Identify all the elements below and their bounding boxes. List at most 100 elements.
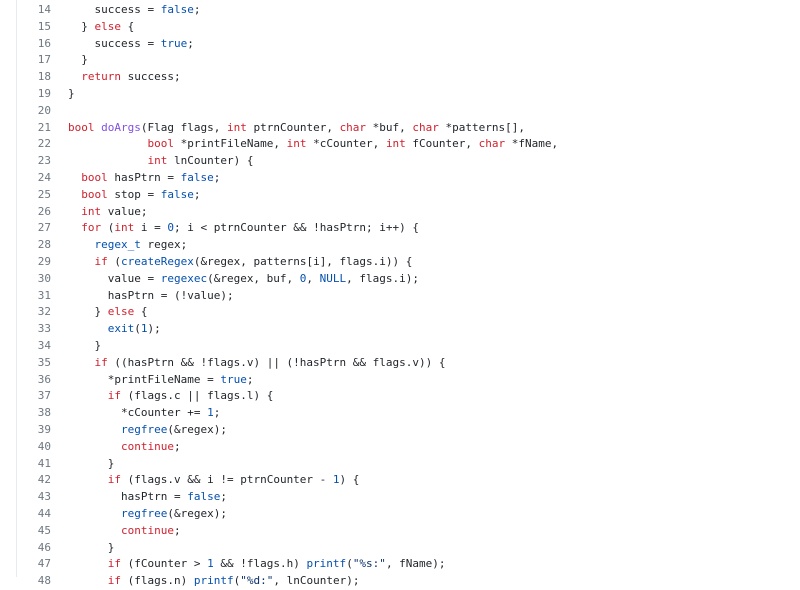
line-number[interactable]: 42 — [37, 473, 51, 487]
code-token: (flags.n) — [121, 574, 194, 588]
line-number[interactable]: 24 — [37, 170, 51, 184]
line-number[interactable]: 38 — [37, 406, 51, 420]
line-number[interactable]: 47 — [37, 557, 51, 571]
code-token — [68, 389, 108, 402]
code-token: doArgs — [101, 120, 141, 134]
code-token — [68, 507, 121, 520]
code-token: if — [94, 254, 108, 268]
line-number[interactable]: 22 — [37, 137, 51, 151]
code-token: *cCounter += — [68, 406, 208, 420]
code-token: } — [68, 53, 88, 67]
line-number[interactable]: 39 — [37, 422, 51, 436]
code-token: value = — [68, 271, 161, 285]
line-number[interactable]: 37 — [37, 389, 51, 403]
code-token — [68, 574, 108, 587]
code-token: } — [68, 86, 75, 100]
code-token: regex_t — [94, 238, 141, 252]
code-line: 33 exit(1); — [0, 321, 800, 338]
code-text: continue; — [68, 439, 181, 456]
code-token: int — [147, 154, 168, 168]
line-number[interactable]: 18 — [37, 70, 51, 84]
code-line: 16 success = true; — [0, 36, 800, 53]
code-token: } — [68, 305, 108, 319]
line-number[interactable]: 25 — [37, 187, 51, 201]
code-token: char — [412, 120, 439, 134]
line-number[interactable]: 15 — [37, 19, 51, 33]
code-token: ; — [173, 439, 181, 453]
line-number[interactable]: 33 — [37, 322, 51, 336]
line-number[interactable]: 44 — [37, 506, 51, 520]
line-number[interactable]: 41 — [37, 456, 51, 470]
line-number[interactable]: 40 — [37, 439, 51, 453]
code-line: 46 } — [0, 540, 800, 557]
line-number[interactable]: 36 — [37, 372, 51, 386]
code-text: continue; — [68, 523, 181, 540]
code-token: ; — [193, 187, 201, 201]
code-token — [68, 557, 108, 570]
code-token: *fName, — [505, 137, 559, 151]
code-token: fCounter, — [405, 137, 479, 151]
code-token: bool — [81, 187, 108, 201]
line-number[interactable]: 35 — [37, 355, 51, 369]
code-token: true — [220, 372, 247, 386]
code-token: stop = — [107, 187, 161, 201]
line-number[interactable]: 29 — [37, 254, 51, 268]
line-number[interactable]: 19 — [37, 86, 51, 100]
code-token: } — [68, 456, 115, 470]
code-line: 15 } else { — [0, 19, 800, 36]
code-token: *printFileName, — [173, 137, 287, 151]
code-token — [68, 137, 147, 150]
line-number[interactable]: 28 — [37, 238, 51, 252]
code-token: int — [81, 204, 102, 218]
code-line: 28 regex_t regex; — [0, 237, 800, 254]
code-token: else — [94, 19, 122, 33]
code-token — [68, 255, 95, 268]
line-number[interactable]: 31 — [37, 288, 51, 302]
code-token: (&regex, buf, — [207, 271, 300, 285]
code-text: } — [68, 52, 88, 69]
line-number[interactable]: 48 — [37, 574, 51, 588]
code-token: "%d:" — [240, 574, 274, 588]
line-number[interactable]: 17 — [37, 53, 51, 67]
line-number[interactable]: 26 — [37, 204, 51, 218]
code-token: } — [68, 338, 102, 352]
code-line: 29 if (createRegex(&regex, patterns[i], … — [0, 254, 800, 271]
code-line: 17 } — [0, 52, 800, 69]
code-text: return success; — [68, 69, 180, 86]
line-number[interactable]: 30 — [37, 271, 51, 285]
line-number[interactable]: 43 — [37, 490, 51, 504]
code-text: int value; — [68, 204, 147, 221]
line-number[interactable]: 14 — [37, 3, 51, 16]
code-token: (flags.c || flags.l) { — [121, 389, 274, 403]
code-token — [68, 171, 81, 184]
code-token: regexec — [160, 271, 208, 285]
code-text: *cCounter += 1; — [68, 405, 220, 422]
code-line: 37 if (flags.c || flags.l) { — [0, 388, 800, 405]
code-token: } — [68, 540, 115, 554]
code-token: hasPtrn = — [68, 490, 188, 504]
line-number[interactable]: 34 — [37, 338, 51, 352]
code-token: ( — [107, 254, 121, 268]
code-token: ; — [246, 372, 254, 386]
code-token — [68, 188, 81, 201]
code-token: (&regex); — [167, 422, 227, 436]
code-token — [68, 356, 95, 369]
code-text: for (int i = 0; i < ptrnCounter && !hasP… — [68, 220, 419, 237]
line-number[interactable]: 32 — [37, 305, 51, 319]
code-text: hasPtrn = (!value); — [68, 288, 234, 305]
line-number[interactable]: 20 — [37, 103, 51, 117]
line-number[interactable]: 27 — [37, 221, 51, 235]
code-token: 0 — [299, 271, 307, 285]
line-number[interactable]: 16 — [37, 36, 51, 50]
code-token: ; — [193, 3, 201, 16]
line-number[interactable]: 45 — [37, 523, 51, 537]
line-number[interactable]: 21 — [37, 120, 51, 134]
line-number[interactable]: 46 — [37, 540, 51, 554]
code-text: bool doArgs(Flag flags, int ptrnCounter,… — [68, 120, 525, 137]
code-token: , — [306, 271, 320, 285]
code-token — [68, 221, 81, 234]
line-number[interactable]: 23 — [37, 154, 51, 168]
code-token: int — [385, 137, 406, 151]
code-text: hasPtrn = false; — [68, 489, 227, 506]
code-token: bool — [147, 137, 174, 151]
